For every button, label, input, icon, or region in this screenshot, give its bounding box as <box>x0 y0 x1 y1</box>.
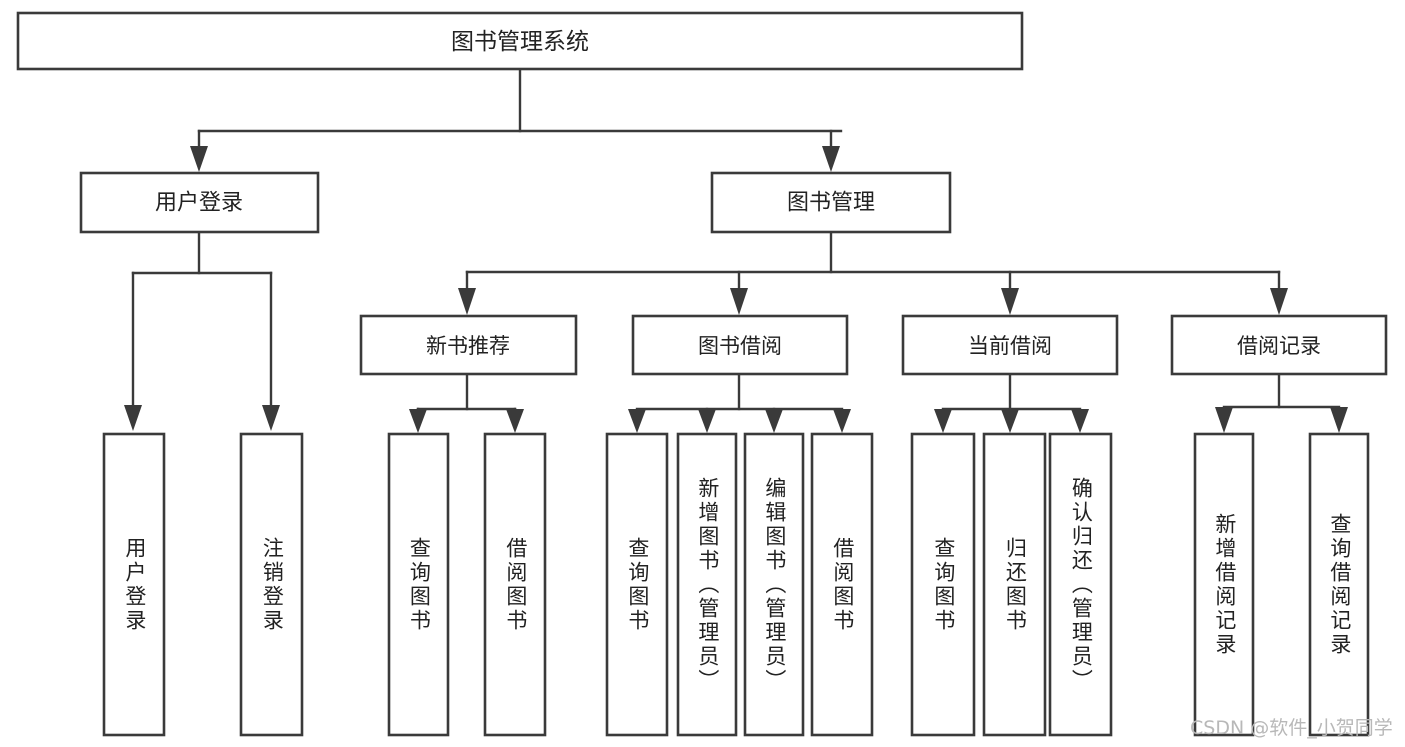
node-root[interactable] <box>16 11 1024 71</box>
arrowhead-leaf-edit-book <box>765 409 783 433</box>
node-current-borrow-label: 当前借阅 <box>968 334 1052 358</box>
node-leaf-borrow-book-1[interactable] <box>483 432 547 737</box>
node-leaf-query-book-3[interactable] <box>910 432 976 737</box>
node-leaf-borrow-book-2[interactable] <box>810 432 874 737</box>
node-leaf-user-login[interactable] <box>102 432 166 737</box>
node-borrow-record[interactable] <box>1170 314 1388 376</box>
node-new-book-rec[interactable] <box>359 314 578 376</box>
arrowhead-user-login <box>190 146 208 172</box>
arrowhead-book-mgmt <box>822 146 840 172</box>
node-borrow-record-label: 借阅记录 <box>1237 334 1321 358</box>
node-current-borrow[interactable] <box>901 314 1119 376</box>
node-leaf-query-book-2[interactable] <box>605 432 669 737</box>
arrowhead-leaf-query-book-2 <box>628 409 646 433</box>
node-book-mgmt-label: 图书管理 <box>787 191 875 216</box>
node-leaf-return-book[interactable] <box>982 432 1047 737</box>
node-leaf-add-record[interactable] <box>1193 432 1255 737</box>
node-user-login-label: 用户登录 <box>155 191 243 216</box>
node-book-borrow[interactable] <box>631 314 849 376</box>
node-book-borrow-label: 图书借阅 <box>698 334 782 358</box>
arrowhead-leaf-query-book-3 <box>934 409 952 433</box>
node-leaf-edit-book[interactable] <box>743 432 805 737</box>
arrowhead-leaf-user-login <box>124 405 142 431</box>
node-leaf-confirm-return[interactable] <box>1048 432 1113 737</box>
arrowhead-book-borrow <box>730 288 748 315</box>
arrowhead-current-borrow <box>1001 288 1019 315</box>
arrowhead-leaf-logout <box>262 405 280 431</box>
arrowhead-leaf-confirm-return <box>1071 409 1089 433</box>
node-leaf-add-book[interactable] <box>676 432 738 737</box>
arrowhead-leaf-add-record <box>1215 407 1233 433</box>
node-leaf-logout[interactable] <box>239 432 304 737</box>
arrowhead-leaf-query-record <box>1330 407 1348 433</box>
arrowhead-leaf-borrow-book-1 <box>506 409 524 433</box>
label-layer: 图书管理系统 用户登录 图书管理 新书推荐 图书借阅 当前借阅 借阅记录 <box>155 29 1321 358</box>
node-root-label: 图书管理系统 <box>451 29 589 55</box>
csdn-watermark: CSDN @软件_小贺同学 <box>1190 717 1393 739</box>
arrowhead-leaf-borrow-book-2 <box>833 409 851 433</box>
arrowhead-borrow-record <box>1270 288 1288 315</box>
arrowhead-leaf-return-book <box>1001 409 1019 433</box>
arrowhead-new-book-rec <box>458 288 476 315</box>
arrowhead-leaf-query-book-1 <box>409 409 427 433</box>
arrowhead-leaf-add-book <box>698 409 716 433</box>
node-leaf-query-book-1[interactable] <box>387 432 450 737</box>
node-leaf-query-record[interactable] <box>1308 432 1370 737</box>
connector-layer <box>124 67 1348 433</box>
node-user-login[interactable] <box>79 171 320 234</box>
node-new-book-rec-label: 新书推荐 <box>426 334 510 358</box>
node-book-mgmt[interactable] <box>710 171 952 234</box>
node-layer <box>16 11 1388 737</box>
